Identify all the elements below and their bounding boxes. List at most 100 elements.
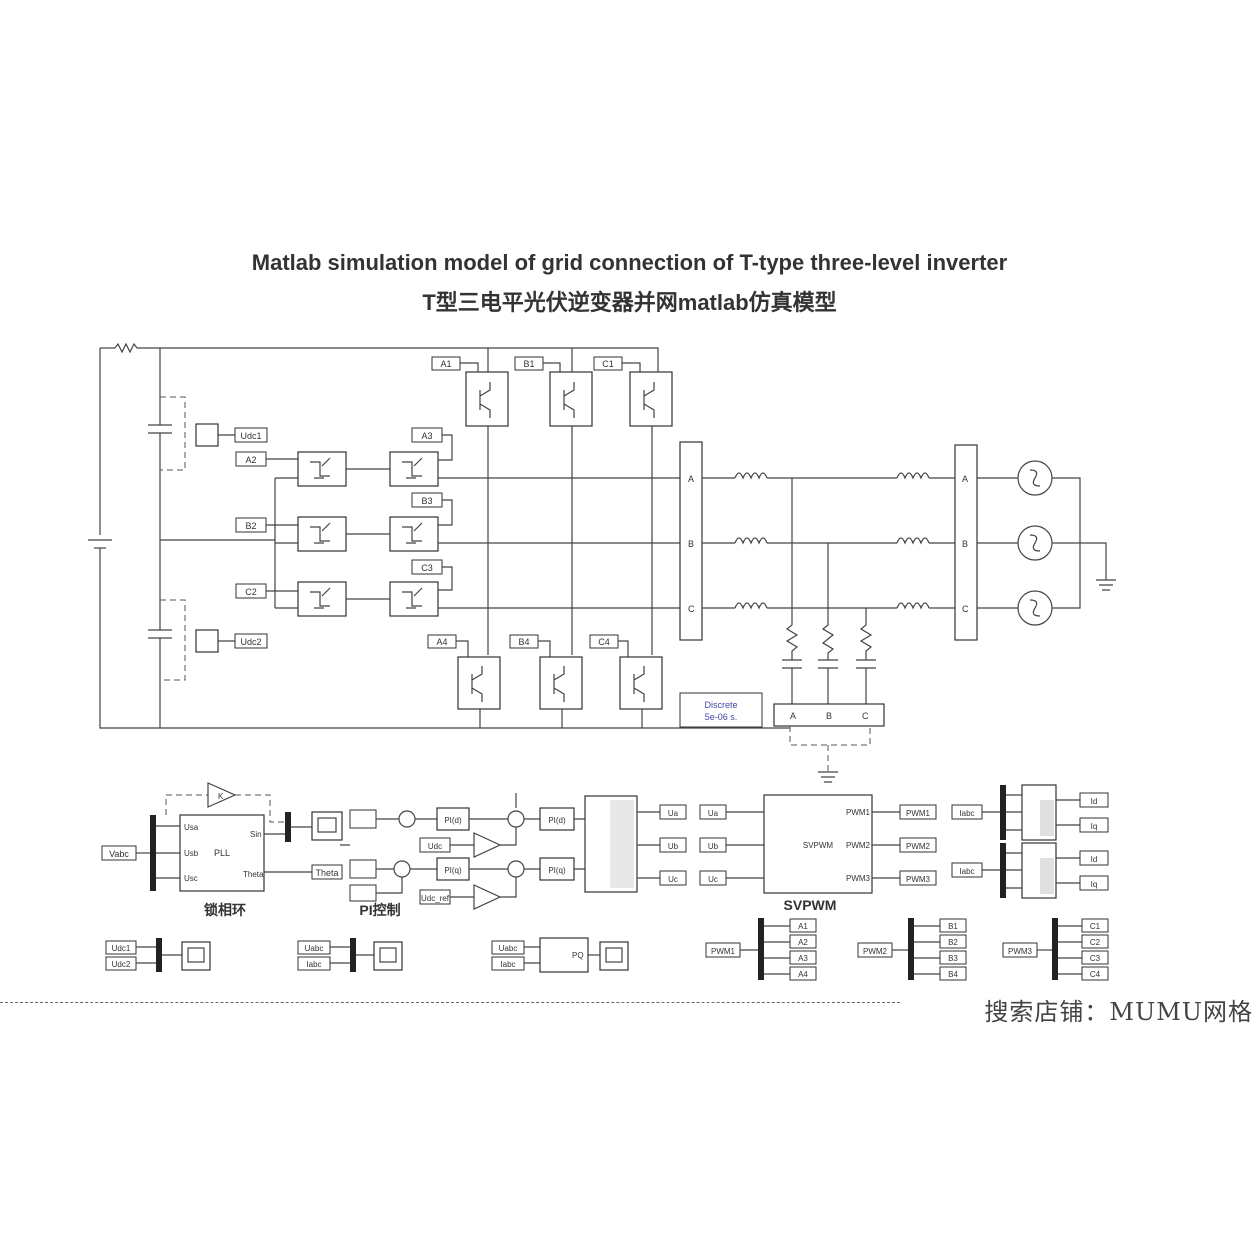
- tag-text: Iabc: [500, 960, 515, 969]
- goto-tag-b4[interactable]: [939, 966, 967, 981]
- goto-tag-ua[interactable]: [659, 804, 687, 820]
- sum-block[interactable]: [507, 860, 525, 878]
- rc-filter: [782, 478, 876, 704]
- tag-text: Id: [1091, 797, 1098, 806]
- igbt-block[interactable]: [389, 581, 439, 617]
- tag-text: A3: [798, 954, 808, 963]
- voltage-measurement-block[interactable]: [195, 423, 219, 447]
- goto-tag-udc2[interactable]: [234, 633, 268, 649]
- gain-text: K: [218, 792, 224, 801]
- gain-block[interactable]: [207, 782, 237, 808]
- igbt-block[interactable]: [457, 656, 501, 710]
- gain-block[interactable]: [473, 832, 502, 858]
- igbt-block[interactable]: [389, 451, 439, 487]
- tag-text: Iq: [1091, 822, 1098, 831]
- pq-calc-block[interactable]: [539, 937, 589, 973]
- scope-icon[interactable]: [373, 941, 403, 971]
- demux-block[interactable]: [150, 815, 156, 891]
- igbt-block[interactable]: [465, 371, 509, 427]
- goto-tag-a2[interactable]: [789, 934, 817, 949]
- goto-tag-c4[interactable]: [1081, 966, 1109, 981]
- igbt-block[interactable]: [297, 451, 347, 487]
- upper-switches: A1 B1 C1: [431, 348, 673, 655]
- goto-tag-pwm2[interactable]: [899, 837, 937, 853]
- goto-tag-id[interactable]: [1079, 850, 1109, 866]
- tag-text: B1: [523, 359, 534, 369]
- igbt-block[interactable]: [389, 516, 439, 552]
- port-label: Sin: [250, 830, 262, 839]
- tag-text: Iq: [1091, 880, 1098, 889]
- mux-block[interactable]: [350, 938, 356, 972]
- goto-tag-uc[interactable]: [659, 870, 687, 886]
- bottom-row: Udc1 Udc2 Uabc Iabc Uabc Iabc PQ PWM1: [105, 918, 1109, 981]
- igbt-block[interactable]: [619, 656, 663, 710]
- capacitor-icon: [148, 540, 172, 728]
- pll-block[interactable]: [179, 814, 265, 892]
- title-english: Matlab simulation model of grid connecti…: [251, 250, 1008, 275]
- measurement-block-1[interactable]: [679, 441, 703, 641]
- goto-tag-b3[interactable]: [939, 950, 967, 965]
- inductor-icon: [896, 472, 930, 610]
- goto-tag-c2[interactable]: [1081, 934, 1109, 949]
- demux-block[interactable]: [758, 918, 764, 980]
- goto-tag-id[interactable]: [1079, 792, 1109, 808]
- constant-block[interactable]: [349, 859, 377, 879]
- port-label: Usb: [184, 849, 199, 858]
- tag-text: Udc2: [240, 637, 261, 647]
- goto-tag-a1[interactable]: [789, 918, 817, 933]
- goto-tag-a3[interactable]: [789, 950, 817, 965]
- goto-tag-a4[interactable]: [789, 966, 817, 981]
- tag-text: C2: [245, 587, 257, 597]
- demux-block[interactable]: [1000, 843, 1006, 898]
- from-block[interactable]: [349, 884, 377, 902]
- goto-tag-c1[interactable]: [1081, 918, 1109, 933]
- igbt-block[interactable]: [549, 371, 593, 427]
- gain-block[interactable]: [473, 884, 502, 910]
- mux-block[interactable]: [156, 938, 162, 972]
- goto-tag-pwm1[interactable]: [899, 804, 937, 820]
- tag-text: Uabc: [305, 944, 324, 953]
- tag-text: Udc: [428, 842, 442, 851]
- demux-block[interactable]: [908, 918, 914, 980]
- mux-block[interactable]: [285, 812, 291, 842]
- scope-icon[interactable]: [311, 811, 343, 841]
- pll-label: PLL: [214, 848, 230, 858]
- port-label: Usa: [184, 823, 199, 832]
- demux-block[interactable]: [1000, 785, 1006, 840]
- three-phase-measurement[interactable]: [773, 703, 885, 727]
- goto-tag-pwm3[interactable]: [899, 870, 937, 886]
- capacitor-icon: [148, 348, 172, 540]
- goto-tag-udc1[interactable]: [234, 427, 268, 443]
- tag-text: Ua: [668, 809, 679, 818]
- scope-icon[interactable]: [181, 941, 211, 971]
- igbt-block[interactable]: [297, 516, 347, 552]
- scope-icon[interactable]: [599, 941, 629, 971]
- goto-tag-theta[interactable]: [311, 864, 343, 880]
- igbt-block[interactable]: [629, 371, 673, 427]
- sum-block[interactable]: [398, 810, 416, 828]
- port-label: B: [688, 539, 694, 549]
- inner-switches: A2 B2 C2 A3 B3 C3: [235, 427, 680, 617]
- block-text: PQ: [572, 951, 584, 960]
- constant-block[interactable]: [349, 809, 377, 829]
- goto-tag-b2[interactable]: [939, 934, 967, 949]
- goto-tag-b1[interactable]: [939, 918, 967, 933]
- igbt-block[interactable]: [539, 656, 583, 710]
- block-text: PI(d): [548, 816, 566, 825]
- port-label: Usc: [184, 874, 198, 883]
- goto-tag-iq[interactable]: [1079, 875, 1109, 891]
- voltage-measurement-block[interactable]: [195, 629, 219, 653]
- tag-text: C4: [598, 637, 610, 647]
- igbt-block[interactable]: [297, 581, 347, 617]
- sum-block[interactable]: [507, 810, 525, 828]
- demux-block[interactable]: [1052, 918, 1058, 980]
- svpwm-block[interactable]: [763, 794, 873, 894]
- goto-tag-c3[interactable]: [1081, 950, 1109, 965]
- goto-tag-iq[interactable]: [1079, 817, 1109, 833]
- tag-text: PWM3: [1008, 947, 1033, 956]
- sum-block[interactable]: [393, 860, 411, 878]
- powergui-block[interactable]: [679, 692, 763, 728]
- port-label: A: [962, 474, 968, 484]
- goto-tag-ub[interactable]: [659, 837, 687, 853]
